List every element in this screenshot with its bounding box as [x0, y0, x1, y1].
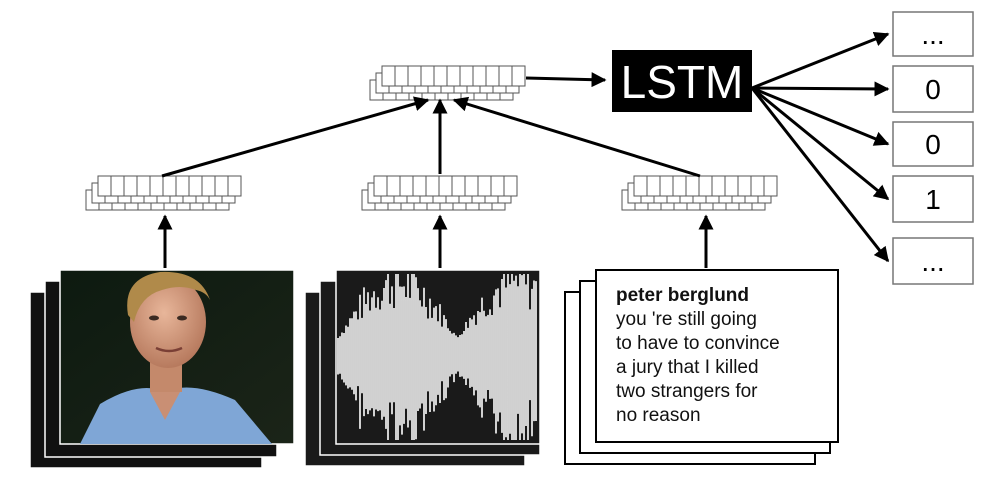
- output-value: ...: [921, 19, 944, 50]
- vector-cell: [386, 175, 401, 197]
- text-to-fused-arrow: [452, 96, 701, 178]
- video-to-fused-arrow: [161, 96, 430, 178]
- output-box: [892, 237, 974, 285]
- vector-cell: [451, 175, 466, 197]
- transcript-line: to have to convince: [616, 333, 780, 354]
- output-arrows: [750, 32, 890, 263]
- vector-cell: [188, 175, 203, 197]
- vector-cell: [763, 175, 778, 197]
- vector-cell: [97, 175, 112, 197]
- vector-cell: [490, 175, 505, 197]
- vector-cell: [425, 175, 440, 197]
- vector-cell: [175, 175, 190, 197]
- vector-cell: [498, 65, 513, 87]
- vector-cell: [485, 65, 500, 87]
- audio-waveform: [304, 269, 541, 467]
- vector-cell: [214, 175, 229, 197]
- vector-cell: [201, 175, 216, 197]
- output-value: 1: [925, 184, 941, 215]
- video-frame-face-image: [59, 269, 295, 445]
- vector-cell: [459, 65, 474, 87]
- video-frames: [29, 269, 295, 469]
- output-box: [892, 65, 974, 113]
- vector-cell: [633, 175, 648, 197]
- vector-cell: [711, 175, 726, 197]
- transcript-line: you 're still going: [616, 309, 757, 330]
- vector-cell: [472, 65, 487, 87]
- output-box: [892, 121, 974, 167]
- vector-cell: [149, 175, 164, 197]
- vector-cell: [646, 175, 661, 197]
- vector-cell: [477, 175, 492, 197]
- vector-cell: [464, 175, 479, 197]
- vector-cell: [433, 65, 448, 87]
- output-boxes: ... 0 0 1...: [892, 11, 974, 285]
- output-box: [892, 175, 974, 223]
- input-arrows: [157, 214, 714, 268]
- fused-feature-vector: [369, 65, 526, 101]
- vector-cell: [162, 175, 177, 197]
- vector-cell: [136, 175, 151, 197]
- vector-cell: [381, 65, 396, 87]
- output-value: 0: [925, 129, 941, 160]
- lstm-to-output-arrow: [751, 81, 890, 97]
- waveform-signal: [337, 274, 537, 440]
- transcript-line: a jury that I killed: [616, 357, 759, 378]
- vector-cell: [672, 175, 687, 197]
- vector-cell: [685, 175, 700, 197]
- text-feature-vector: [621, 175, 778, 211]
- vector-cell: [110, 175, 125, 197]
- lstm-label: LSTM: [621, 56, 744, 108]
- transcript-speaker: peter berglund: [616, 285, 750, 306]
- fused-to-lstm-arrow: [525, 72, 607, 88]
- vector-cell: [394, 65, 409, 87]
- fusion-arrows: [161, 96, 701, 178]
- video-feature-vector: [85, 175, 242, 211]
- lstm-to-output-arrow: [751, 86, 890, 201]
- transcript-line: two strangers for: [616, 381, 758, 402]
- vector-cell: [399, 175, 414, 197]
- vector-cell: [659, 175, 674, 197]
- transcript-text: peter berglund you 're still going to ha…: [616, 284, 831, 428]
- vector-cell: [446, 65, 461, 87]
- vector-cell: [724, 175, 739, 197]
- lstm-to-output-arrow: [751, 32, 890, 90]
- vector-cell: [750, 175, 765, 197]
- vector-cell: [407, 65, 422, 87]
- vector-cell: [373, 175, 388, 197]
- output-box: [892, 11, 974, 57]
- vector-cell: [227, 175, 242, 197]
- lstm-to-output-arrow: [751, 86, 890, 146]
- vector-cell: [420, 65, 435, 87]
- lstm-to-output-arrow: [750, 87, 890, 263]
- audio-feature-vector: [361, 175, 518, 211]
- transcript-line: no reason: [616, 405, 701, 426]
- vector-cell: [412, 175, 427, 197]
- vector-cell: [438, 175, 453, 197]
- output-value: ...: [921, 246, 944, 277]
- vector-cell: [503, 175, 518, 197]
- lstm-block: LSTM: [612, 50, 752, 112]
- vector-cell: [123, 175, 138, 197]
- vector-cell: [511, 65, 526, 87]
- vector-cell: [698, 175, 713, 197]
- output-value: 0: [925, 74, 941, 105]
- vector-cell: [737, 175, 752, 197]
- transcript-pages: [564, 269, 839, 465]
